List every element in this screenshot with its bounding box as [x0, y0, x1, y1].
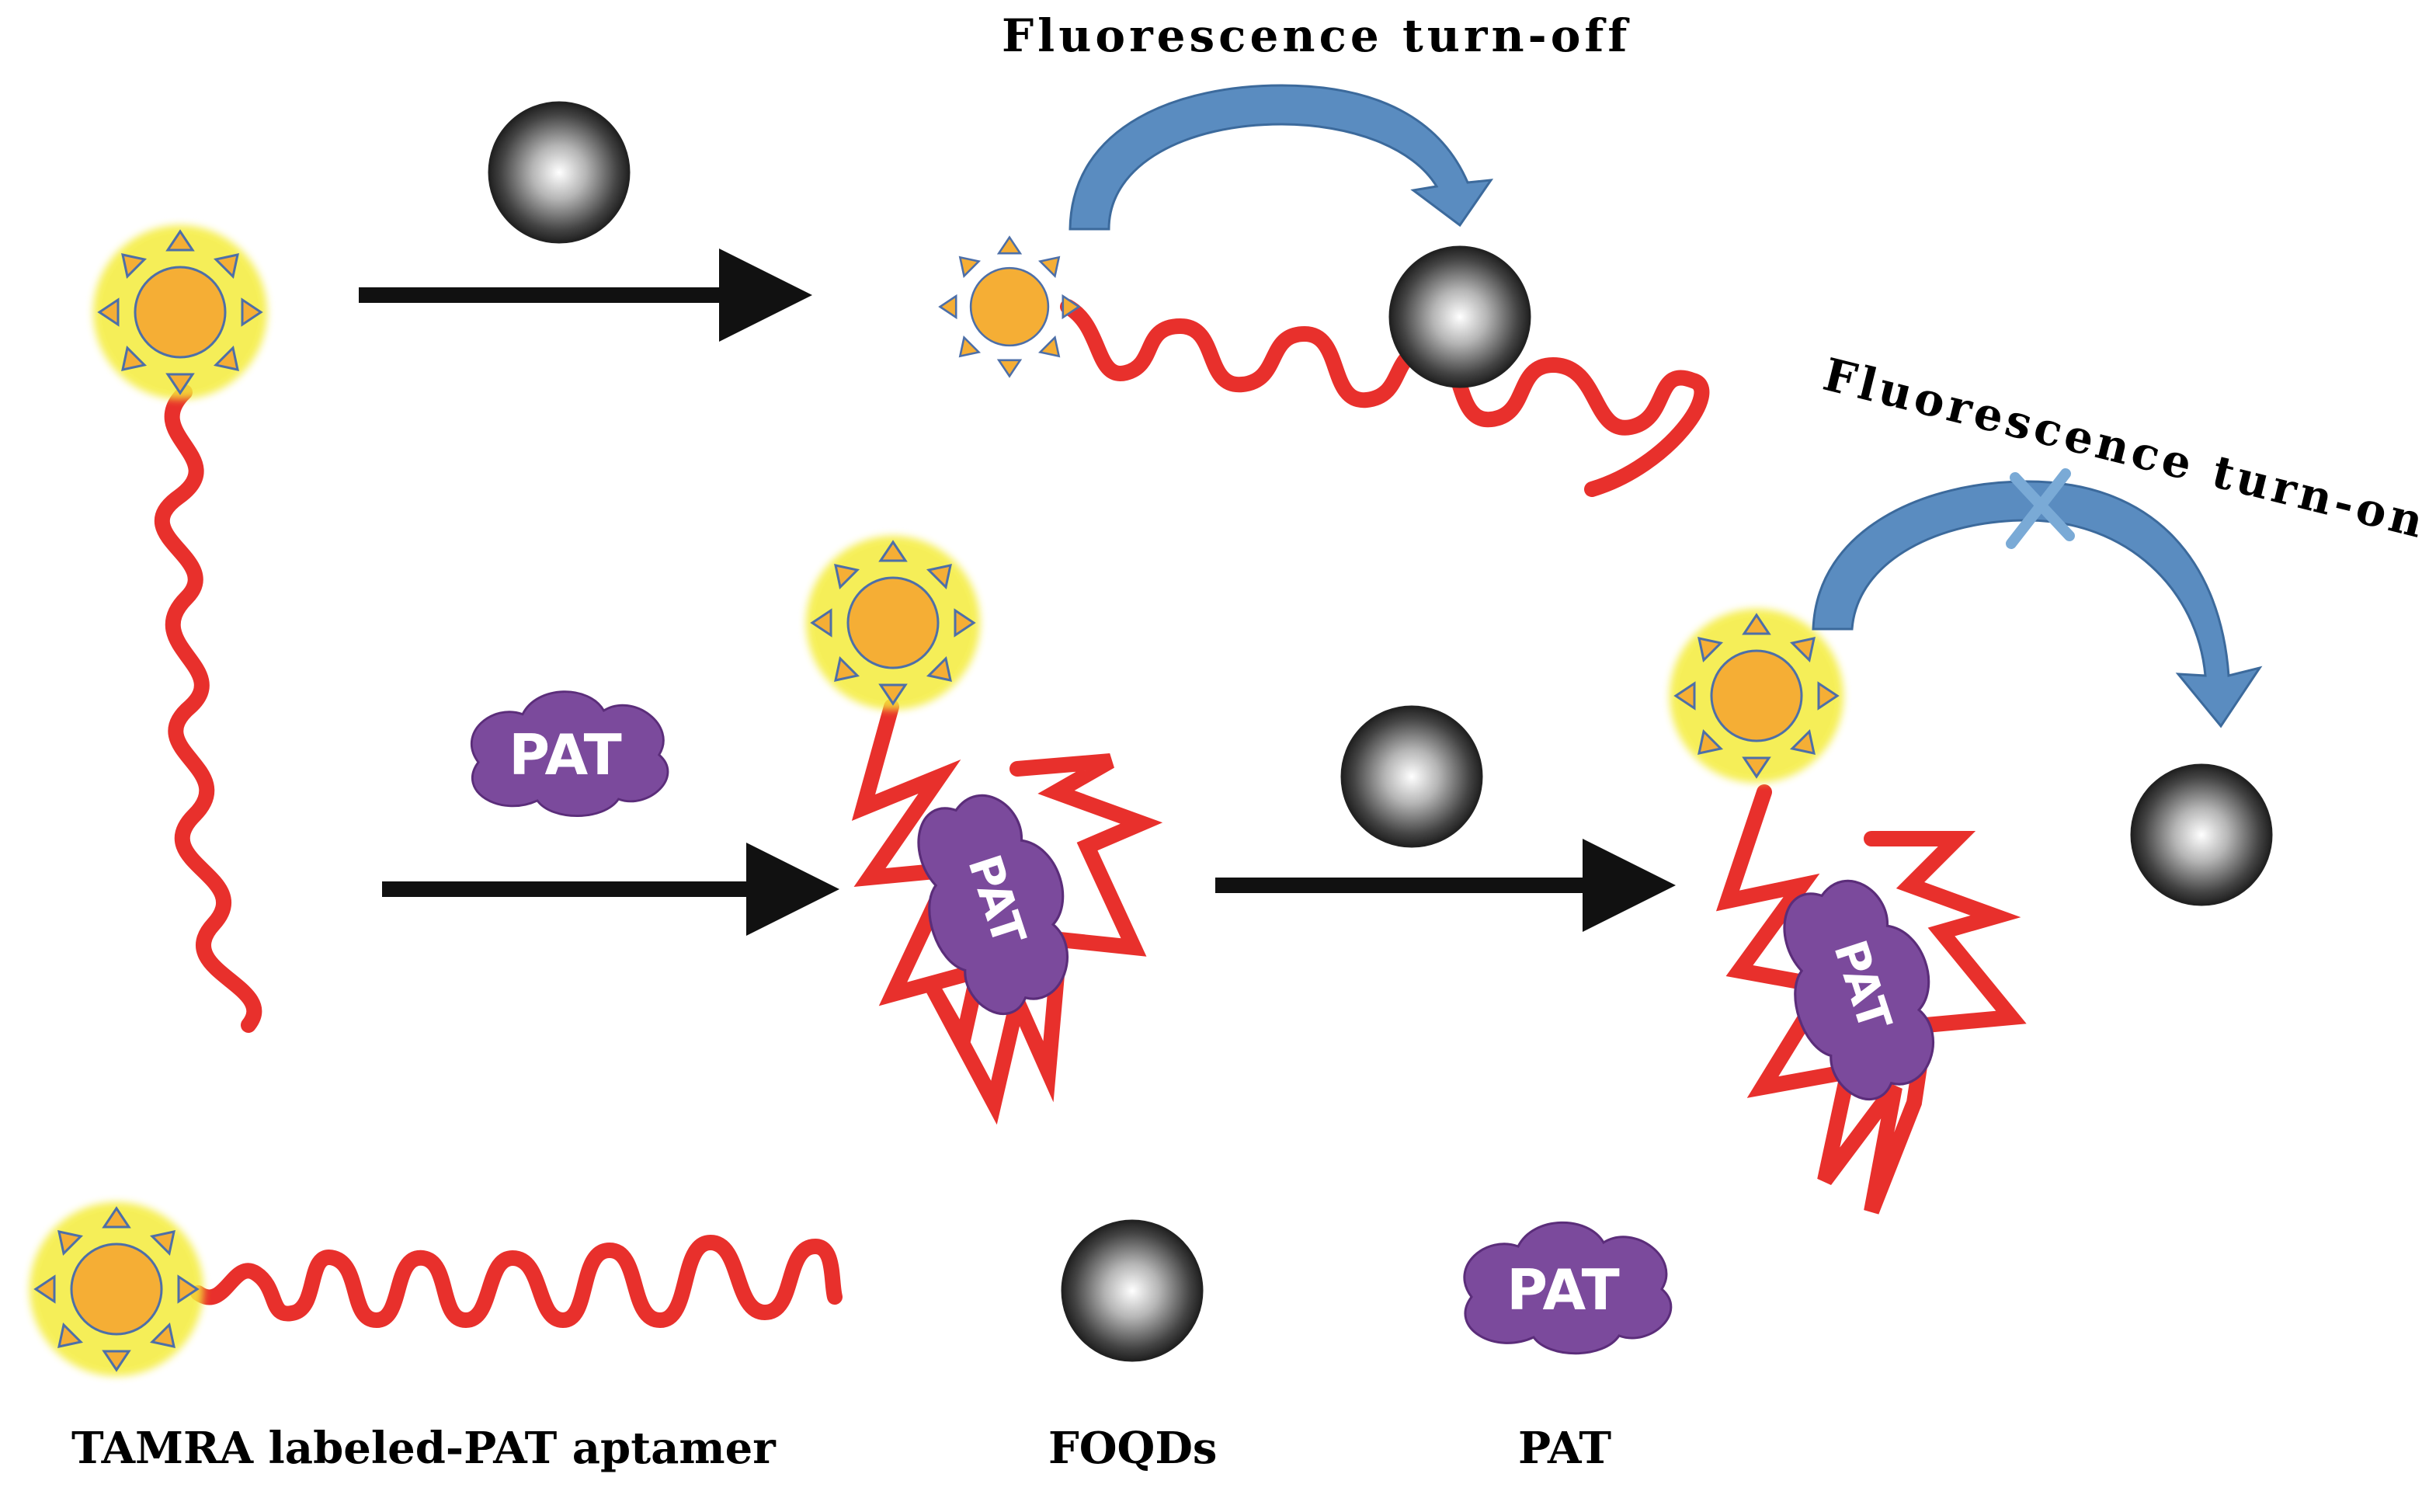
pat-badge-label: PAT — [1506, 1257, 1619, 1323]
legend-foqds-label: FOQDs — [1048, 1423, 1218, 1474]
foqds-icon — [2130, 763, 2273, 906]
tamra-fluorophore-icon — [30, 1202, 203, 1376]
legend-pat-label: PAT — [1518, 1423, 1612, 1474]
foqds-icon — [1340, 705, 1483, 848]
pat-badge-label: PAT — [509, 722, 621, 787]
legend-aptamer-label: TAMRA labeled-PAT aptamer — [71, 1423, 776, 1474]
aptamer-strand — [154, 384, 262, 1033]
folded-aptamer-strand — [1715, 784, 2027, 1215]
blocked-energy-transfer-arrow — [1812, 480, 2263, 728]
aptamer-pat-complex-with-foqds: PAT — [1670, 468, 2273, 1215]
tamra-fluorophore-icon — [93, 225, 267, 399]
free-aptamer-vertical — [93, 225, 267, 1033]
aptamer-pat-complex: PAT — [806, 536, 1163, 1125]
foqds-icon — [488, 101, 631, 244]
fluorescence-turn-off-label: Fluorescence turn-off — [1002, 9, 1631, 62]
tamra-fluorophore-icon — [939, 236, 1080, 377]
quenched-complex — [939, 84, 1710, 497]
tamra-fluorophore-icon — [806, 536, 980, 710]
folded-aptamer-strand — [851, 699, 1163, 1125]
tamra-fluorophore-icon — [1670, 609, 1843, 783]
cross-mark-icon — [2006, 468, 2075, 549]
energy-transfer-arrow — [1069, 84, 1494, 231]
aptamer-strand — [190, 1234, 843, 1329]
legend-aptamer-icon — [30, 1202, 843, 1376]
legend-foqds-icon — [1061, 1219, 1204, 1362]
